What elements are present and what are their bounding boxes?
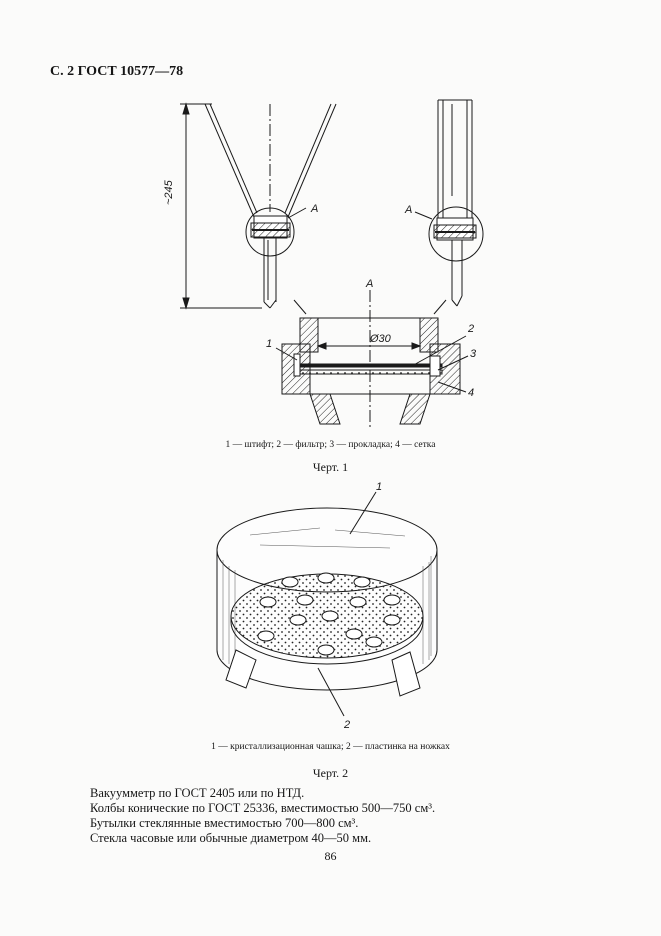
body-text-line: Бутылки стеклянные вместимостью 700—800 … [90, 816, 359, 830]
crystallization-dish-drawing [216, 491, 438, 717]
body-text-line: Вакуумметр по ГОСТ 2405 или по НТД. [90, 786, 305, 800]
dimension-label: ~245 [163, 179, 175, 205]
part-number-4: 4 [468, 387, 474, 399]
body-text-line: Стекла часовые или обычные диаметром 40—… [90, 831, 372, 845]
part-number-2: 2 [467, 323, 474, 335]
part-number-3: 3 [470, 348, 477, 360]
tube-drawing [414, 99, 484, 307]
fig2-part-number-1: 1 [376, 481, 382, 493]
body-text-line: Колбы конические по ГОСТ 25336, вместимо… [90, 801, 436, 815]
figure-2-title: Черт. 2 [312, 766, 349, 780]
part-number-1: 1 [266, 338, 272, 350]
page-header: С. 2 ГОСТ 10577—78 [50, 64, 184, 79]
figure-2-caption: 1 — кристаллизационная чашка; 2 — пласти… [211, 742, 450, 752]
funnel-drawing [180, 102, 337, 310]
fig2-part-number-2: 2 [343, 719, 350, 731]
callout-label-left: А [310, 203, 318, 215]
figure-1-caption: 1 — штифт; 2 — фильтр; 3 — прокладка; 4 … [225, 440, 436, 450]
detail-a-drawing [275, 290, 469, 430]
detail-a-title: А [365, 278, 373, 290]
figure-1-title: Черт. 1 [312, 460, 349, 474]
callout-label-right: А [404, 204, 412, 216]
diameter-label: Ø30 [369, 333, 392, 345]
page-number: 86 [324, 849, 337, 863]
